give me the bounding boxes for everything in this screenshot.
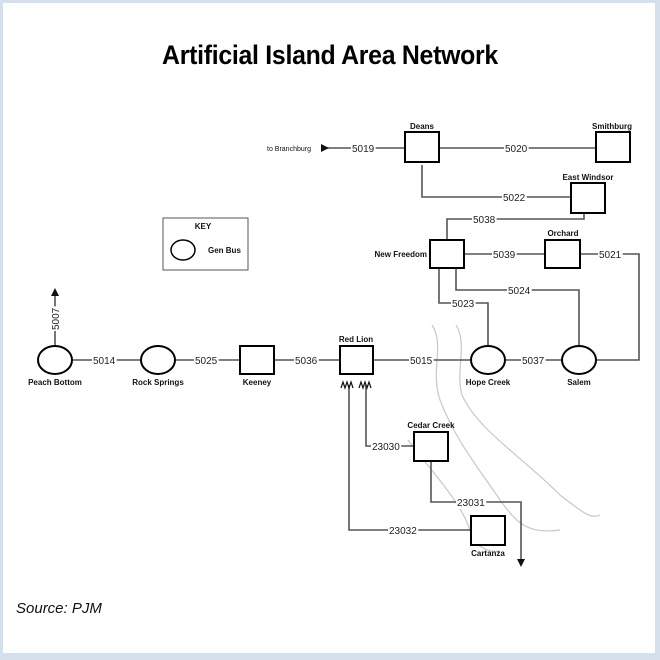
label-background — [502, 193, 527, 204]
label-5007: 5007 — [51, 307, 62, 330]
reactor-symbol-2 — [358, 380, 372, 390]
node-cedar-creek[interactable] — [413, 431, 449, 462]
node-rock-springs[interactable] — [140, 345, 176, 375]
node-smithburg[interactable] — [595, 131, 631, 163]
diagram-frame — [3, 3, 655, 653]
label-keeney: Keeney — [243, 378, 272, 387]
label-5020: 5020 — [505, 144, 528, 155]
label-peach-bottom: Peach Bottom — [28, 378, 82, 387]
label-to-branchburg: to Branchburg — [267, 146, 311, 153]
label-5039: 5039 — [493, 250, 516, 261]
node-east-windsor[interactable] — [570, 182, 606, 214]
diagram-title: Artificial Island Area Network — [162, 40, 498, 70]
label-5014: 5014 — [93, 356, 116, 367]
label-background — [456, 498, 487, 509]
river-bank-lower — [407, 439, 501, 552]
label-background — [371, 442, 402, 453]
line-5022 — [421, 165, 571, 198]
label-background — [194, 356, 219, 367]
label-background — [507, 286, 532, 297]
key-gen-bus-label: Gen Bus — [208, 246, 241, 255]
label-smithburg: Smithburg — [592, 122, 632, 131]
label-background — [351, 144, 376, 155]
line-labels: 5019 5020 5022 5038 5039 5021 5024 5023 … — [51, 144, 623, 537]
key-gen-bus-symbol — [170, 239, 196, 261]
line-5038 — [446, 213, 585, 240]
label-5019: 5019 — [352, 144, 375, 155]
label-5015: 5015 — [410, 356, 433, 367]
label-background — [504, 144, 529, 155]
line-5021 — [580, 253, 640, 361]
label-salem: Salem — [567, 378, 591, 387]
label-5037: 5037 — [522, 356, 545, 367]
label-5036: 5036 — [295, 356, 318, 367]
label-23032: 23032 — [389, 526, 417, 537]
bus-nodes — [37, 131, 631, 546]
node-cartanza[interactable] — [470, 515, 506, 546]
label-deans: Deans — [410, 122, 435, 131]
node-peach-bottom[interactable] — [37, 345, 73, 375]
label-background — [92, 356, 117, 367]
line-23031 — [430, 461, 525, 567]
label-5023: 5023 — [452, 299, 475, 310]
line-23032 — [348, 385, 471, 531]
label-background — [492, 250, 517, 261]
label-background — [294, 356, 319, 367]
node-keeney[interactable] — [239, 345, 275, 375]
label-rock-springs: Rock Springs — [132, 378, 184, 387]
label-background — [51, 306, 62, 331]
node-orchard[interactable] — [544, 239, 581, 269]
label-5025: 5025 — [195, 356, 218, 367]
key-heading: KEY — [195, 222, 212, 231]
line-23030 — [365, 385, 414, 447]
label-background — [388, 526, 419, 537]
label-background — [409, 356, 434, 367]
label-23030: 23030 — [372, 442, 400, 453]
label-background — [521, 356, 546, 367]
node-red-lion[interactable] — [339, 345, 374, 375]
node-deans[interactable] — [404, 131, 440, 163]
reactor-symbol-1 — [340, 380, 354, 390]
label-cedar-creek: Cedar Creek — [407, 421, 455, 430]
label-23031: 23031 — [457, 498, 485, 509]
node-hope-creek[interactable] — [470, 345, 506, 375]
label-5022: 5022 — [503, 193, 526, 204]
label-orchard: Orchard — [547, 229, 578, 238]
label-hope-creek: Hope Creek — [466, 378, 511, 387]
label-red-lion: Red Lion — [339, 335, 373, 344]
label-new-freedom: New Freedom — [375, 250, 427, 259]
label-east-windsor: East Windsor — [562, 173, 613, 182]
label-background — [598, 250, 623, 261]
label-background — [472, 215, 497, 226]
label-background — [451, 299, 476, 310]
label-cartanza: Cartanza — [471, 549, 505, 558]
label-5021: 5021 — [599, 250, 622, 261]
river-bank-west — [431, 324, 561, 532]
node-new-freedom[interactable] — [429, 239, 465, 269]
legend-key: KEY Gen Bus — [162, 217, 249, 271]
label-5024: 5024 — [508, 286, 531, 297]
node-labels: Deans Smithburg East Windsor New Freedom… — [28, 122, 632, 558]
node-salem[interactable] — [561, 345, 597, 375]
label-5038: 5038 — [473, 215, 496, 226]
source-note: Source: PJM — [16, 600, 102, 617]
